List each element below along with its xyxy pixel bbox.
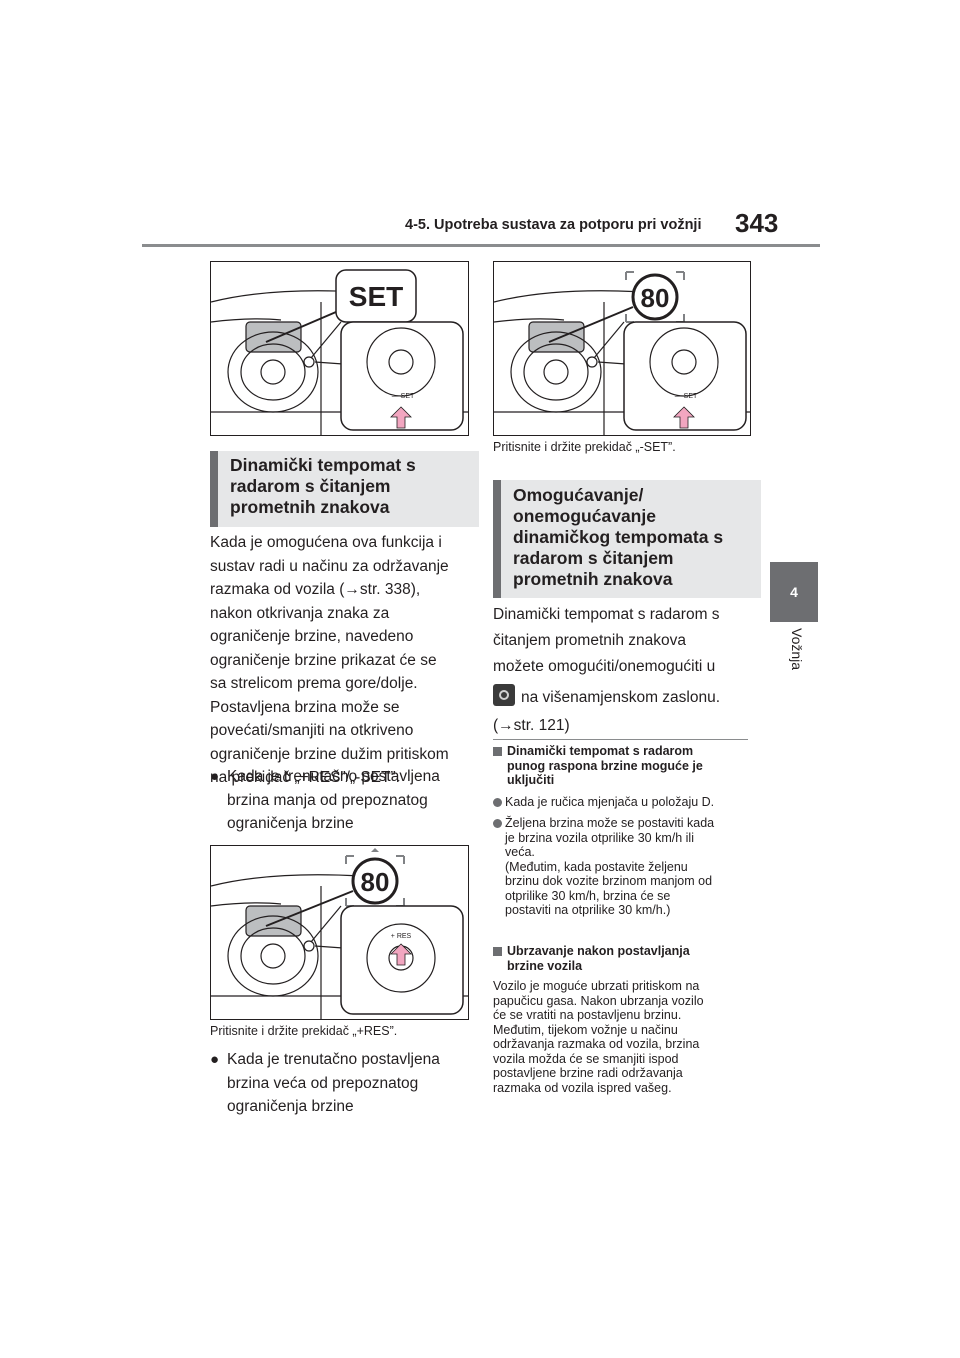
section-title-line: prometnih znakova bbox=[230, 497, 390, 517]
header-rule bbox=[142, 244, 820, 247]
text-line: postaviti na otprilike 30 km/h.) bbox=[505, 903, 671, 917]
text-line: veća. bbox=[505, 845, 535, 859]
text-line: je brzina vozila otprilike 30 km/h ili bbox=[505, 830, 694, 845]
figure-res-switch: 80 + RES bbox=[210, 845, 469, 1020]
note-rule bbox=[493, 739, 748, 740]
text-line: Dinamički tempomat s radarom bbox=[507, 744, 694, 758]
text-line: (→str. 121) bbox=[493, 717, 570, 734]
square-bullet-icon bbox=[493, 747, 502, 756]
svg-text:— SET: — SET bbox=[392, 393, 415, 400]
figure-caption: Pritisnite i držite prekidač „+RES”. bbox=[210, 1024, 398, 1038]
text-line: nakon otkrivanja znaka za bbox=[210, 604, 390, 622]
note-acceleration: Ubrzavanje nakon postavljanja brzine voz… bbox=[493, 944, 755, 1095]
text-line: (Međutim, kada postavite željenu bbox=[505, 859, 688, 874]
enable-paragraph: Dinamički tempomat s radarom s čitanjem … bbox=[493, 602, 758, 739]
section-title-line: onemogućavanje bbox=[513, 506, 656, 526]
svg-text:+ RES: + RES bbox=[391, 933, 412, 940]
section-title-line: prometnih znakova bbox=[513, 569, 673, 589]
text-line: povećati/smanjiti na otkriveno bbox=[210, 722, 414, 739]
section-header: 4-5. Upotreba sustava za potporu pri vož… bbox=[405, 217, 702, 233]
text-line: Kada je trenutačno postavljena bbox=[227, 768, 440, 785]
text-line: možete omogućiti/onemogućiti u bbox=[493, 658, 716, 675]
text-line: brzinu dok vozite brzinom manjom od bbox=[505, 874, 713, 888]
page-number: 343 bbox=[735, 208, 779, 238]
note-title: Ubrzavanje nakon postavljanja brzine voz… bbox=[493, 944, 755, 973]
bullet-dot: ● bbox=[210, 1051, 220, 1068]
note-full-range: Dinamički tempomat s radarom punog raspo… bbox=[493, 744, 755, 918]
text-line: Vozilo je moguće ubrzati pritiskom na bbox=[493, 979, 700, 993]
round-bullet-icon bbox=[493, 819, 502, 828]
speed-sign-callout: 80 bbox=[361, 867, 390, 897]
note-item: Kada je ručica mjenjača u položaju D. bbox=[493, 795, 755, 810]
text-line: brzina veća od prepoznatog bbox=[227, 1074, 419, 1092]
text-line: razmaka od vozila ispred vašeg. bbox=[493, 1080, 672, 1095]
text-span: na višenamjenskom zaslonu. bbox=[521, 689, 721, 706]
text-line: Ubrzavanje nakon postavljanja bbox=[507, 944, 690, 958]
text-line: na višenamjenskom zaslonu. bbox=[493, 684, 758, 711]
text-line: održavanja razmaka od vozila, brzina bbox=[493, 1037, 700, 1051]
square-bullet-icon bbox=[493, 947, 502, 956]
text-line: će se vratiti na postavljenu brzinu. bbox=[493, 1008, 682, 1022]
section-title-box-right: Omogućavanje/ onemogućavanje dinamičkog … bbox=[493, 480, 761, 598]
text-line: brzine vozila bbox=[507, 958, 583, 973]
text-line: ograničenja brzine bbox=[227, 815, 354, 832]
section-title-line: dinamičkog tempomata s bbox=[513, 527, 724, 547]
set-callout: SET bbox=[349, 281, 403, 312]
svg-text:— SET: — SET bbox=[675, 393, 698, 400]
text-line: čitanjem prometnih znakova bbox=[493, 632, 686, 649]
text-line: sa strelicom prema gore/dolje. bbox=[210, 675, 418, 692]
text-line: otprilike 30 km/h, brzina će se bbox=[505, 888, 671, 903]
section-title-line: Omogućavanje/ bbox=[513, 485, 644, 505]
text-line: ograničenje brzine, navedeno bbox=[210, 628, 414, 645]
speed-sign-callout: 80 bbox=[641, 283, 670, 313]
chapter-label: Vožnja bbox=[789, 628, 805, 671]
bullet-lower-speed: ● Kada je trenutačno postavljena brzina … bbox=[210, 765, 487, 836]
note-body: Vozilo je moguće ubrzati pritiskom na pa… bbox=[493, 979, 755, 1095]
section-title-box-left: Dinamički tempomat s radarom s čitanjem … bbox=[210, 451, 479, 527]
text-line: sustav radi u načinu za održavanje bbox=[210, 557, 449, 575]
note-title: Dinamički tempomat s radarom punog raspo… bbox=[493, 744, 755, 788]
intro-paragraph: Kada je omogućena ova funkcija i sustav … bbox=[210, 531, 470, 790]
text-line: razmaka od vozila (→str. 338), bbox=[210, 581, 421, 598]
text-line: uključiti bbox=[507, 773, 555, 787]
bullet-dot: ● bbox=[210, 768, 220, 785]
text-line: ograničenje brzine prikazat će se bbox=[210, 651, 437, 669]
round-bullet-icon bbox=[493, 797, 502, 807]
text-line: Željena brzina može se postaviti kada bbox=[505, 816, 715, 830]
text-line: Međutim, tijekom vožnje u načinu bbox=[493, 1022, 678, 1037]
bullet-higher-speed: ● Kada je trenutačno postavljena brzina … bbox=[210, 1048, 487, 1119]
text-line: ograničenje brzine dužim pritiskom bbox=[210, 745, 449, 763]
text-line: Kada je ručica mjenjača u položaju D. bbox=[505, 794, 715, 809]
text-line: punog raspona brzine moguće je bbox=[507, 758, 703, 773]
text-line: ograničenja brzine bbox=[227, 1098, 354, 1115]
chapter-tab: 4 bbox=[770, 562, 818, 622]
section-title-line: Dinamički tempomat s bbox=[230, 455, 416, 475]
text-line: Postavljena brzina može se bbox=[210, 698, 400, 716]
section-title-line: radarom s čitanjem bbox=[513, 548, 674, 568]
text-line: brzina manja od prepoznatog bbox=[227, 791, 428, 809]
text-line: Dinamički tempomat s radarom s bbox=[493, 606, 720, 623]
text-line: postavljene brzine radi održavanja bbox=[493, 1066, 683, 1080]
figure-caption: Pritisnite i držite prekidač „-SET”. bbox=[493, 440, 676, 454]
text-line: papučicu gasa. Nakon ubrzanja vozilo bbox=[493, 993, 704, 1008]
note-item: Željena brzina može se postaviti kada je… bbox=[493, 816, 755, 918]
text-line: na prekidač „+RES”/„-SET”. bbox=[210, 769, 400, 786]
text-line: Kada je omogućena ova funkcija i bbox=[210, 534, 442, 551]
text-line: vozila možda će se smanjiti ispod bbox=[493, 1051, 679, 1066]
text-line: Kada je trenutačno postavljena bbox=[227, 1051, 440, 1068]
figure-minus-set-switch: 80 — SET bbox=[493, 261, 751, 436]
section-title-line: radarom s čitanjem bbox=[230, 476, 391, 496]
gear-icon bbox=[493, 684, 515, 706]
figure-set-switch: SET — SET bbox=[210, 261, 469, 436]
